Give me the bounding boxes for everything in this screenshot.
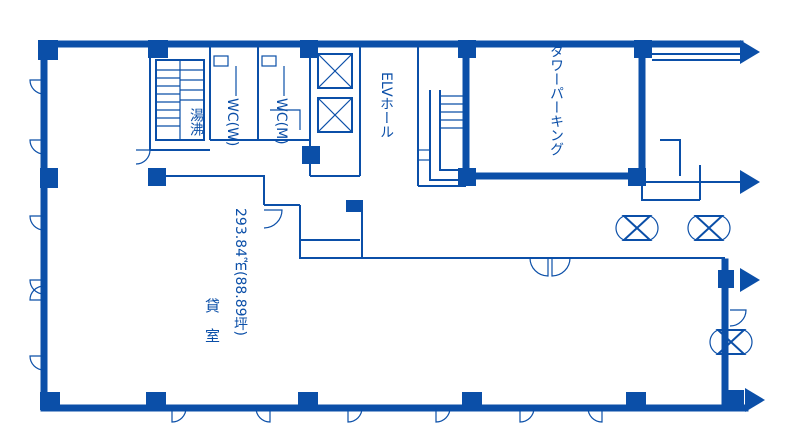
entrance-doors bbox=[615, 215, 753, 355]
column bbox=[718, 270, 734, 288]
office-north-partition bbox=[150, 175, 265, 205]
door-swing bbox=[347, 407, 363, 423]
marker bbox=[740, 268, 760, 292]
door-swing bbox=[263, 209, 283, 229]
stair-west bbox=[155, 59, 205, 141]
column bbox=[302, 146, 320, 164]
exterior-markers bbox=[646, 40, 765, 412]
column bbox=[634, 40, 652, 58]
marker bbox=[745, 388, 765, 412]
column bbox=[148, 40, 168, 58]
door-swing bbox=[29, 285, 45, 301]
door-swing bbox=[29, 79, 45, 95]
column bbox=[146, 392, 166, 410]
elevator-hall-label: ELVホール bbox=[378, 72, 394, 139]
wc-w-label: WC(W) bbox=[224, 98, 240, 146]
core-south-partition bbox=[299, 205, 362, 259]
column bbox=[458, 168, 476, 186]
door-swing bbox=[519, 407, 535, 423]
doors bbox=[29, 79, 747, 423]
column bbox=[300, 40, 318, 58]
marker bbox=[740, 170, 760, 194]
elevator-x bbox=[317, 53, 353, 89]
wc-fixtures bbox=[213, 55, 301, 130]
column bbox=[346, 200, 362, 212]
door-swing bbox=[29, 139, 45, 155]
column bbox=[462, 392, 482, 410]
elevator-x bbox=[317, 97, 353, 133]
structural-columns bbox=[38, 40, 744, 410]
column bbox=[458, 40, 476, 58]
tower-parking-label: タワーパーキング bbox=[548, 44, 564, 156]
elevator-car-2 bbox=[317, 97, 353, 133]
entrance-door bbox=[693, 215, 725, 241]
door-swing bbox=[135, 149, 151, 165]
wc-m-label: WC(M) bbox=[273, 98, 289, 145]
entrance-door bbox=[715, 329, 747, 355]
marker bbox=[740, 40, 760, 64]
shaft-box bbox=[299, 205, 360, 241]
door-swing bbox=[171, 407, 187, 423]
door-swing bbox=[435, 407, 451, 423]
interior-partitions bbox=[149, 44, 725, 259]
stair-east bbox=[418, 90, 466, 181]
door-swing bbox=[29, 279, 45, 295]
elevators bbox=[317, 53, 353, 133]
entrance-door bbox=[621, 215, 653, 241]
column bbox=[298, 392, 318, 410]
column bbox=[40, 168, 58, 188]
office-area-label: 293.84㎡(88.89坪) bbox=[232, 208, 248, 336]
column bbox=[628, 168, 646, 186]
door-swing bbox=[529, 257, 549, 277]
toilet-fixture bbox=[213, 55, 229, 67]
column bbox=[724, 390, 744, 410]
column bbox=[38, 40, 58, 60]
door-swing bbox=[255, 407, 271, 423]
column bbox=[40, 392, 60, 410]
elevator-car-1 bbox=[317, 53, 353, 89]
door-swing bbox=[29, 215, 45, 231]
door-swing bbox=[587, 407, 603, 423]
column bbox=[148, 168, 166, 186]
service-partition bbox=[641, 176, 700, 201]
door-swing bbox=[29, 355, 45, 371]
toilet-fixture bbox=[261, 55, 277, 67]
door-swing bbox=[551, 257, 571, 277]
office-label: 貸 室 bbox=[203, 298, 221, 343]
column bbox=[626, 392, 646, 410]
kitchenette-label: 湯沸 bbox=[188, 107, 204, 136]
service-room bbox=[660, 139, 681, 176]
door-swing bbox=[729, 309, 747, 327]
